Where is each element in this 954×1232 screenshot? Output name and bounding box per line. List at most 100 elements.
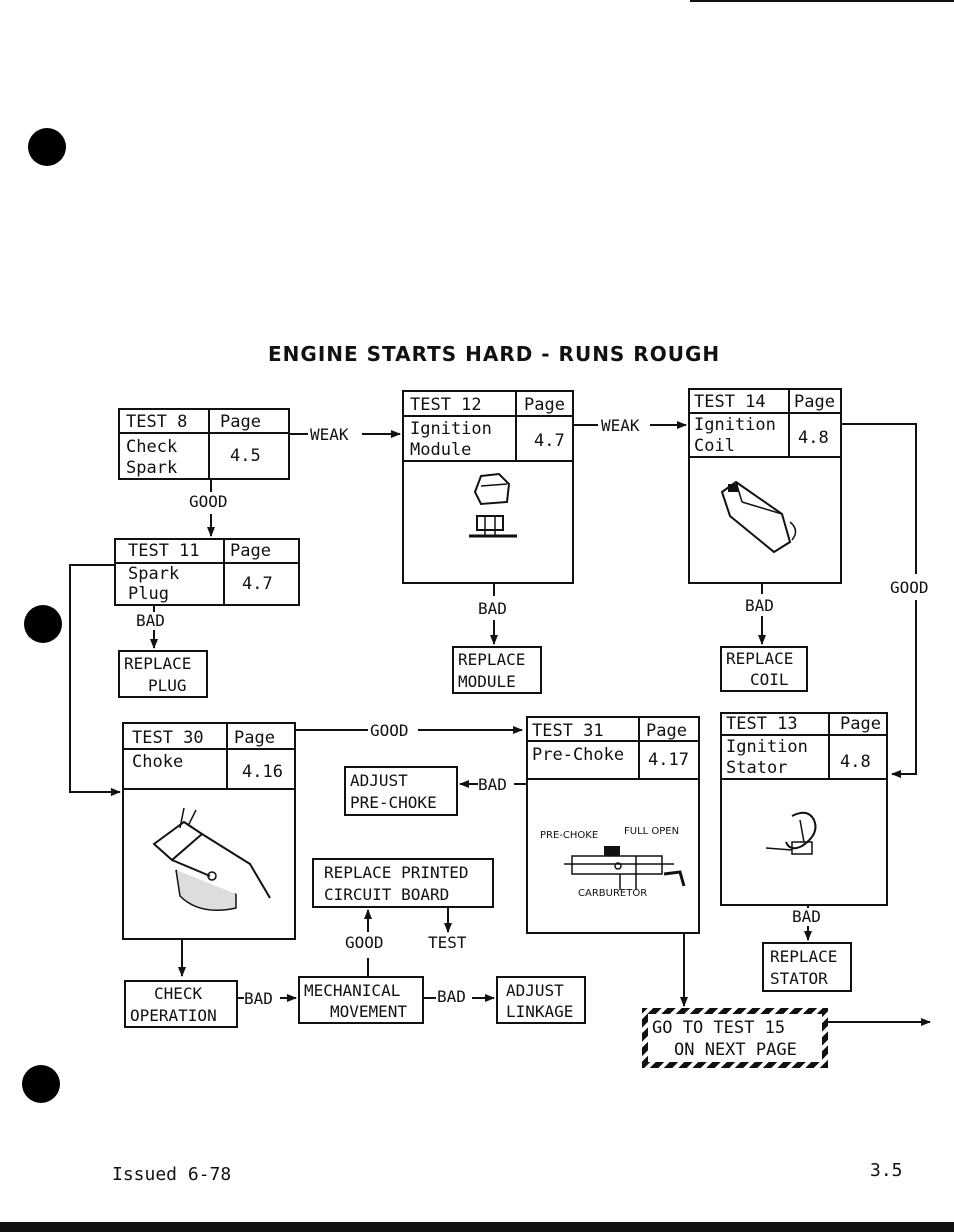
test-30-name-1: Choke	[132, 752, 184, 772]
replace-plug-box: REPLACE PLUG	[118, 650, 208, 698]
edge-bad-mech: BAD	[437, 987, 466, 1006]
test-11-name-2: Plug	[128, 584, 169, 604]
page-title: ENGINE STARTS HARD - RUNS ROUGH	[268, 342, 721, 366]
test-30-label: TEST 30	[132, 728, 204, 748]
ignition-coil-illustration	[720, 480, 797, 554]
test-13-page: 4.8	[840, 752, 871, 772]
edge-test-board: TEST	[428, 933, 467, 952]
goto-test-15-l1: GO TO TEST 15	[652, 1018, 786, 1038]
replace-plug-l2: PLUG	[148, 676, 187, 695]
test-30-page: 4.16	[242, 762, 283, 782]
test-31-label: TEST 31	[532, 721, 604, 741]
replace-coil-l2: COIL	[750, 670, 789, 689]
test-31-page-label: Page	[646, 721, 687, 741]
edge-bad-31: BAD	[478, 775, 507, 794]
test-8-page: 4.5	[230, 446, 261, 466]
test-11-page: 4.7	[242, 574, 273, 594]
test-13-label: TEST 13	[726, 714, 798, 734]
top-edge-line	[690, 0, 954, 2]
replace-coil-box: REPLACE COIL	[720, 646, 808, 692]
prechoke-caption: PRE-CHOKE	[540, 830, 599, 841]
replace-board-box: REPLACE PRINTED CIRCUIT BOARD	[312, 858, 494, 908]
replace-plug-l1: REPLACE	[124, 654, 192, 673]
test-13-box: TEST 13 Page Ignition Stator 4.8	[720, 712, 888, 906]
goto-test-15-box: GO TO TEST 15 ON NEXT PAGE	[648, 1014, 822, 1062]
test-30-page-label: Page	[234, 728, 275, 748]
check-operation-box: CHECK OPERATION	[124, 980, 238, 1028]
replace-stator-l2: STATOR	[770, 969, 828, 988]
test-12-name-2: Module	[410, 440, 472, 460]
check-operation-l2: OPERATION	[130, 1006, 217, 1025]
edge-weak-12-14: WEAK	[601, 416, 640, 435]
prechoke-illustration	[564, 846, 686, 890]
mechanical-l1: MECHANICAL	[304, 981, 401, 1000]
test-12-box: TEST 12 Page Ignition Module 4.7	[402, 390, 574, 584]
edge-good-30-31: GOOD	[370, 721, 409, 740]
adjust-prechoke-box: ADJUST PRE-CHOKE	[344, 766, 458, 816]
test-12-page: 4.7	[534, 431, 565, 451]
edge-good-8-11: GOOD	[189, 492, 228, 511]
edge-bad-13: BAD	[792, 907, 821, 926]
goto-test-15-l2: ON NEXT PAGE	[674, 1040, 797, 1060]
adjust-linkage-l2: LINKAGE	[506, 1002, 574, 1021]
adjust-linkage-box: ADJUST LINKAGE	[496, 976, 586, 1024]
edge-good-board: GOOD	[345, 933, 384, 952]
full-open-caption: FULL OPEN	[624, 826, 680, 837]
ignition-module-illustration	[469, 472, 517, 538]
binder-hole-middle	[24, 605, 62, 643]
ignition-stator-illustration	[765, 811, 817, 855]
replace-stator-l1: REPLACE	[770, 947, 838, 966]
replace-module-l2: MODULE	[458, 672, 516, 691]
test-14-name-2: Coil	[694, 436, 735, 456]
edge-bad-12: BAD	[478, 599, 507, 618]
bottom-edge-bar	[0, 1222, 954, 1232]
test-14-label: TEST 14	[694, 392, 766, 412]
replace-coil-l1: REPLACE	[726, 649, 794, 668]
test-12-page-label: Page	[524, 395, 565, 415]
binder-hole-bottom	[22, 1065, 60, 1103]
test-13-name-1: Ignition	[726, 737, 808, 757]
test-8-name-1: Check	[126, 437, 178, 457]
edge-weak-8-12: WEAK	[310, 425, 349, 444]
replace-module-l1: REPLACE	[458, 650, 526, 669]
test-12-name-1: Ignition	[410, 419, 492, 439]
binder-hole-top	[28, 128, 66, 166]
adjust-linkage-l1: ADJUST	[506, 981, 564, 1000]
replace-module-box: REPLACE MODULE	[452, 646, 542, 694]
choke-illustration	[152, 807, 271, 911]
test-31-name-1: Pre-Choke	[532, 745, 625, 765]
replace-board-l2: CIRCUIT BOARD	[324, 885, 450, 904]
mechanical-movement-box: MECHANICAL MOVEMENT	[298, 976, 424, 1024]
test-11-box: TEST 11 Page Spark Plug 4.7	[114, 538, 300, 606]
test-13-page-label: Page	[840, 714, 881, 734]
edge-bad-check: BAD	[244, 989, 273, 1008]
test-11-label: TEST 11	[128, 541, 200, 561]
carburetor-caption: CARBURETOR	[578, 888, 648, 899]
test-31-box: TEST 31 Page Pre-Choke 4.17 PRE-CHOKE FU…	[526, 716, 700, 934]
replace-board-l1: REPLACE PRINTED	[324, 863, 469, 882]
test-11-page-label: Page	[230, 541, 271, 561]
page-number: 3.5	[870, 1160, 903, 1181]
test-30-box: TEST 30 Page Choke 4.16	[122, 722, 296, 940]
test-11-name-1: Spark	[128, 564, 180, 584]
edge-bad-14: BAD	[745, 596, 774, 615]
test-8-box: TEST 8 Page Check Spark 4.5	[118, 408, 290, 480]
test-14-name-1: Ignition	[694, 415, 776, 435]
test-8-label: TEST 8	[126, 412, 188, 432]
edge-bad-11: BAD	[136, 611, 165, 630]
test-14-page-label: Page	[794, 392, 835, 412]
test-8-name-2: Spark	[126, 458, 178, 478]
adjust-prechoke-l1: ADJUST	[350, 771, 408, 790]
mechanical-l2: MOVEMENT	[330, 1002, 408, 1021]
adjust-prechoke-l2: PRE-CHOKE	[350, 793, 437, 812]
issued-date: Issued 6-78	[112, 1164, 232, 1185]
test-31-page: 4.17	[648, 750, 689, 770]
check-operation-l1: CHECK	[154, 984, 203, 1003]
test-14-page: 4.8	[798, 428, 829, 448]
test-8-page-label: Page	[220, 412, 261, 432]
test-13-name-2: Stator	[726, 758, 788, 778]
replace-stator-box: REPLACE STATOR	[762, 942, 852, 992]
test-14-box: TEST 14 Page Ignition Coil 4.8	[688, 388, 842, 584]
test-12-label: TEST 12	[410, 395, 482, 415]
